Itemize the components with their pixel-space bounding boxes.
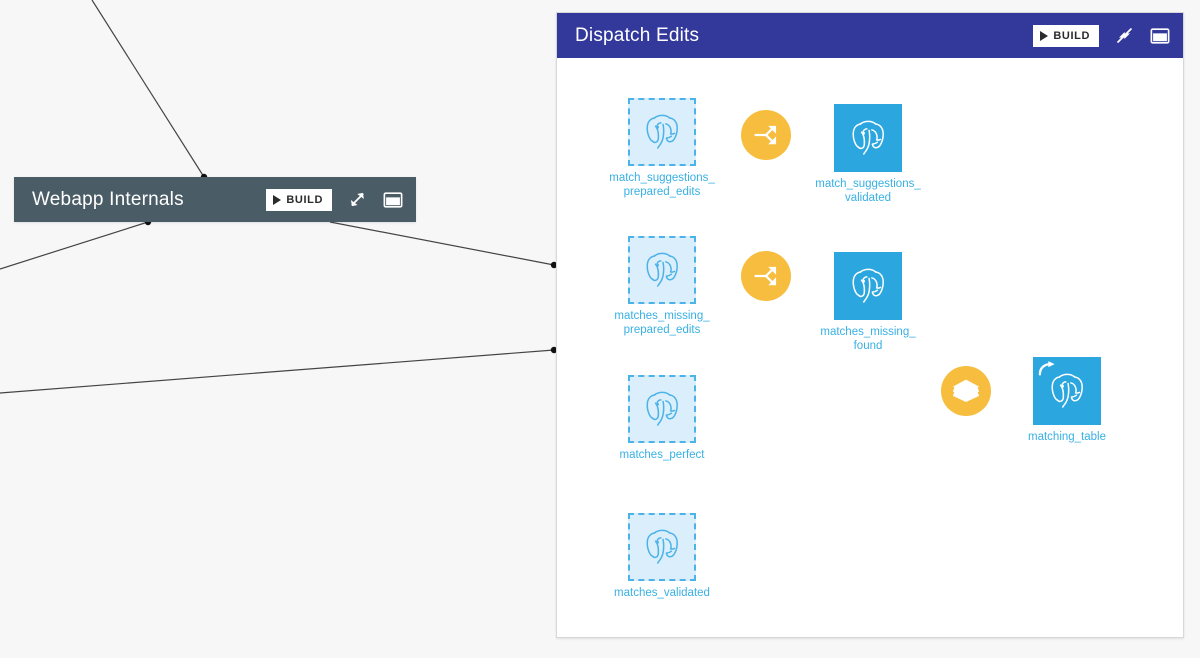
- node-matches_perfect[interactable]: matches_perfect: [619, 375, 705, 461]
- node-split_1[interactable]: [741, 110, 791, 160]
- reference-arrow-badge: [1038, 361, 1056, 377]
- postgresql-elephant-icon: [646, 114, 678, 149]
- node-match_suggestions_prepared_edits[interactable]: match_suggestions_ prepared_edits: [609, 98, 715, 198]
- node-shape-split_2[interactable]: [741, 251, 791, 301]
- node-shape-matches_missing_prepared_edits[interactable]: [628, 236, 696, 304]
- node-matches_validated[interactable]: matches_validated: [614, 513, 710, 599]
- postgresql-elephant-icon: [646, 252, 678, 287]
- node-shape-match_suggestions_prepared_edits[interactable]: [628, 98, 696, 166]
- postgresql-elephant-icon: [852, 268, 884, 303]
- node-union_node[interactable]: [941, 366, 991, 416]
- group-header-actions-dispatch: BUILD: [1033, 24, 1171, 47]
- build-button-label-webapp: BUILD: [286, 193, 323, 206]
- node-label-match_suggestions_validated: match_suggestions_ validated: [815, 178, 921, 204]
- build-button-dispatch[interactable]: BUILD: [1033, 24, 1099, 47]
- expand-arrows-icon[interactable]: [346, 189, 368, 211]
- node-shape-matches_perfect[interactable]: [628, 375, 696, 443]
- postgresql-elephant-icon: [852, 120, 884, 155]
- postgresql-elephant-icon: [646, 391, 678, 426]
- window-icon[interactable]: [382, 189, 404, 211]
- node-label-matches_validated: matches_validated: [614, 587, 710, 599]
- edge-offscreen-lower-left-to-dispatch-edits: [0, 349, 555, 394]
- layers-stack-icon: [952, 379, 980, 402]
- build-button-label-dispatch: BUILD: [1053, 29, 1090, 42]
- collapse-arrows-icon[interactable]: [1113, 25, 1135, 47]
- node-shape-matching_table[interactable]: [1033, 357, 1101, 425]
- split-fork-icon: [754, 266, 777, 286]
- node-matching_table[interactable]: matching_table: [1028, 357, 1106, 443]
- node-label-matching_table: matching_table: [1028, 431, 1106, 443]
- reference-arrow-icon: [1038, 361, 1055, 376]
- group-header-dispatch-edits[interactable]: Dispatch Edits BUILD: [557, 13, 1183, 58]
- postgresql-elephant-icon: [1051, 373, 1083, 408]
- node-shape-union_node[interactable]: [941, 366, 991, 416]
- node-matches_missing_prepared_edits[interactable]: matches_missing_ prepared_edits: [614, 236, 710, 336]
- node-matches_missing_found[interactable]: matches_missing_ found: [820, 252, 916, 352]
- node-shape-match_suggestions_validated[interactable]: [834, 104, 902, 172]
- play-triangle-icon: [1040, 30, 1049, 41]
- node-split_2[interactable]: [741, 251, 791, 301]
- group-webapp-internals[interactable]: Webapp Internals BUILD: [14, 177, 416, 222]
- group-title-dispatch-edits: Dispatch Edits: [575, 24, 700, 46]
- node-shape-matches_validated[interactable]: [628, 513, 696, 581]
- edge-webapp-internals-to-dispatch-edits: [329, 221, 555, 266]
- node-label-matches_missing_prepared_edits: matches_missing_ prepared_edits: [614, 310, 710, 336]
- group-header-actions-webapp: BUILD: [266, 188, 404, 211]
- build-button-webapp[interactable]: BUILD: [266, 188, 332, 211]
- window-icon[interactable]: [1149, 25, 1171, 47]
- node-match_suggestions_validated[interactable]: match_suggestions_ validated: [815, 104, 921, 204]
- node-shape-split_1[interactable]: [741, 110, 791, 160]
- node-label-matches_perfect: matches_perfect: [619, 449, 705, 461]
- group-header-webapp-internals[interactable]: Webapp Internals BUILD: [14, 177, 416, 222]
- split-fork-icon: [754, 125, 777, 145]
- node-shape-matches_missing_found[interactable]: [834, 252, 902, 320]
- edge-offscreen-top-to-webapp-internals: [91, 0, 205, 178]
- node-label-matches_missing_found: matches_missing_ found: [820, 326, 916, 352]
- edge-offscreen-left-to-webapp-internals: [0, 221, 149, 270]
- play-triangle-icon: [273, 194, 282, 205]
- node-label-match_suggestions_prepared_edits: match_suggestions_ prepared_edits: [609, 172, 715, 198]
- postgresql-elephant-icon: [646, 529, 678, 564]
- group-title-webapp-internals: Webapp Internals: [32, 188, 184, 210]
